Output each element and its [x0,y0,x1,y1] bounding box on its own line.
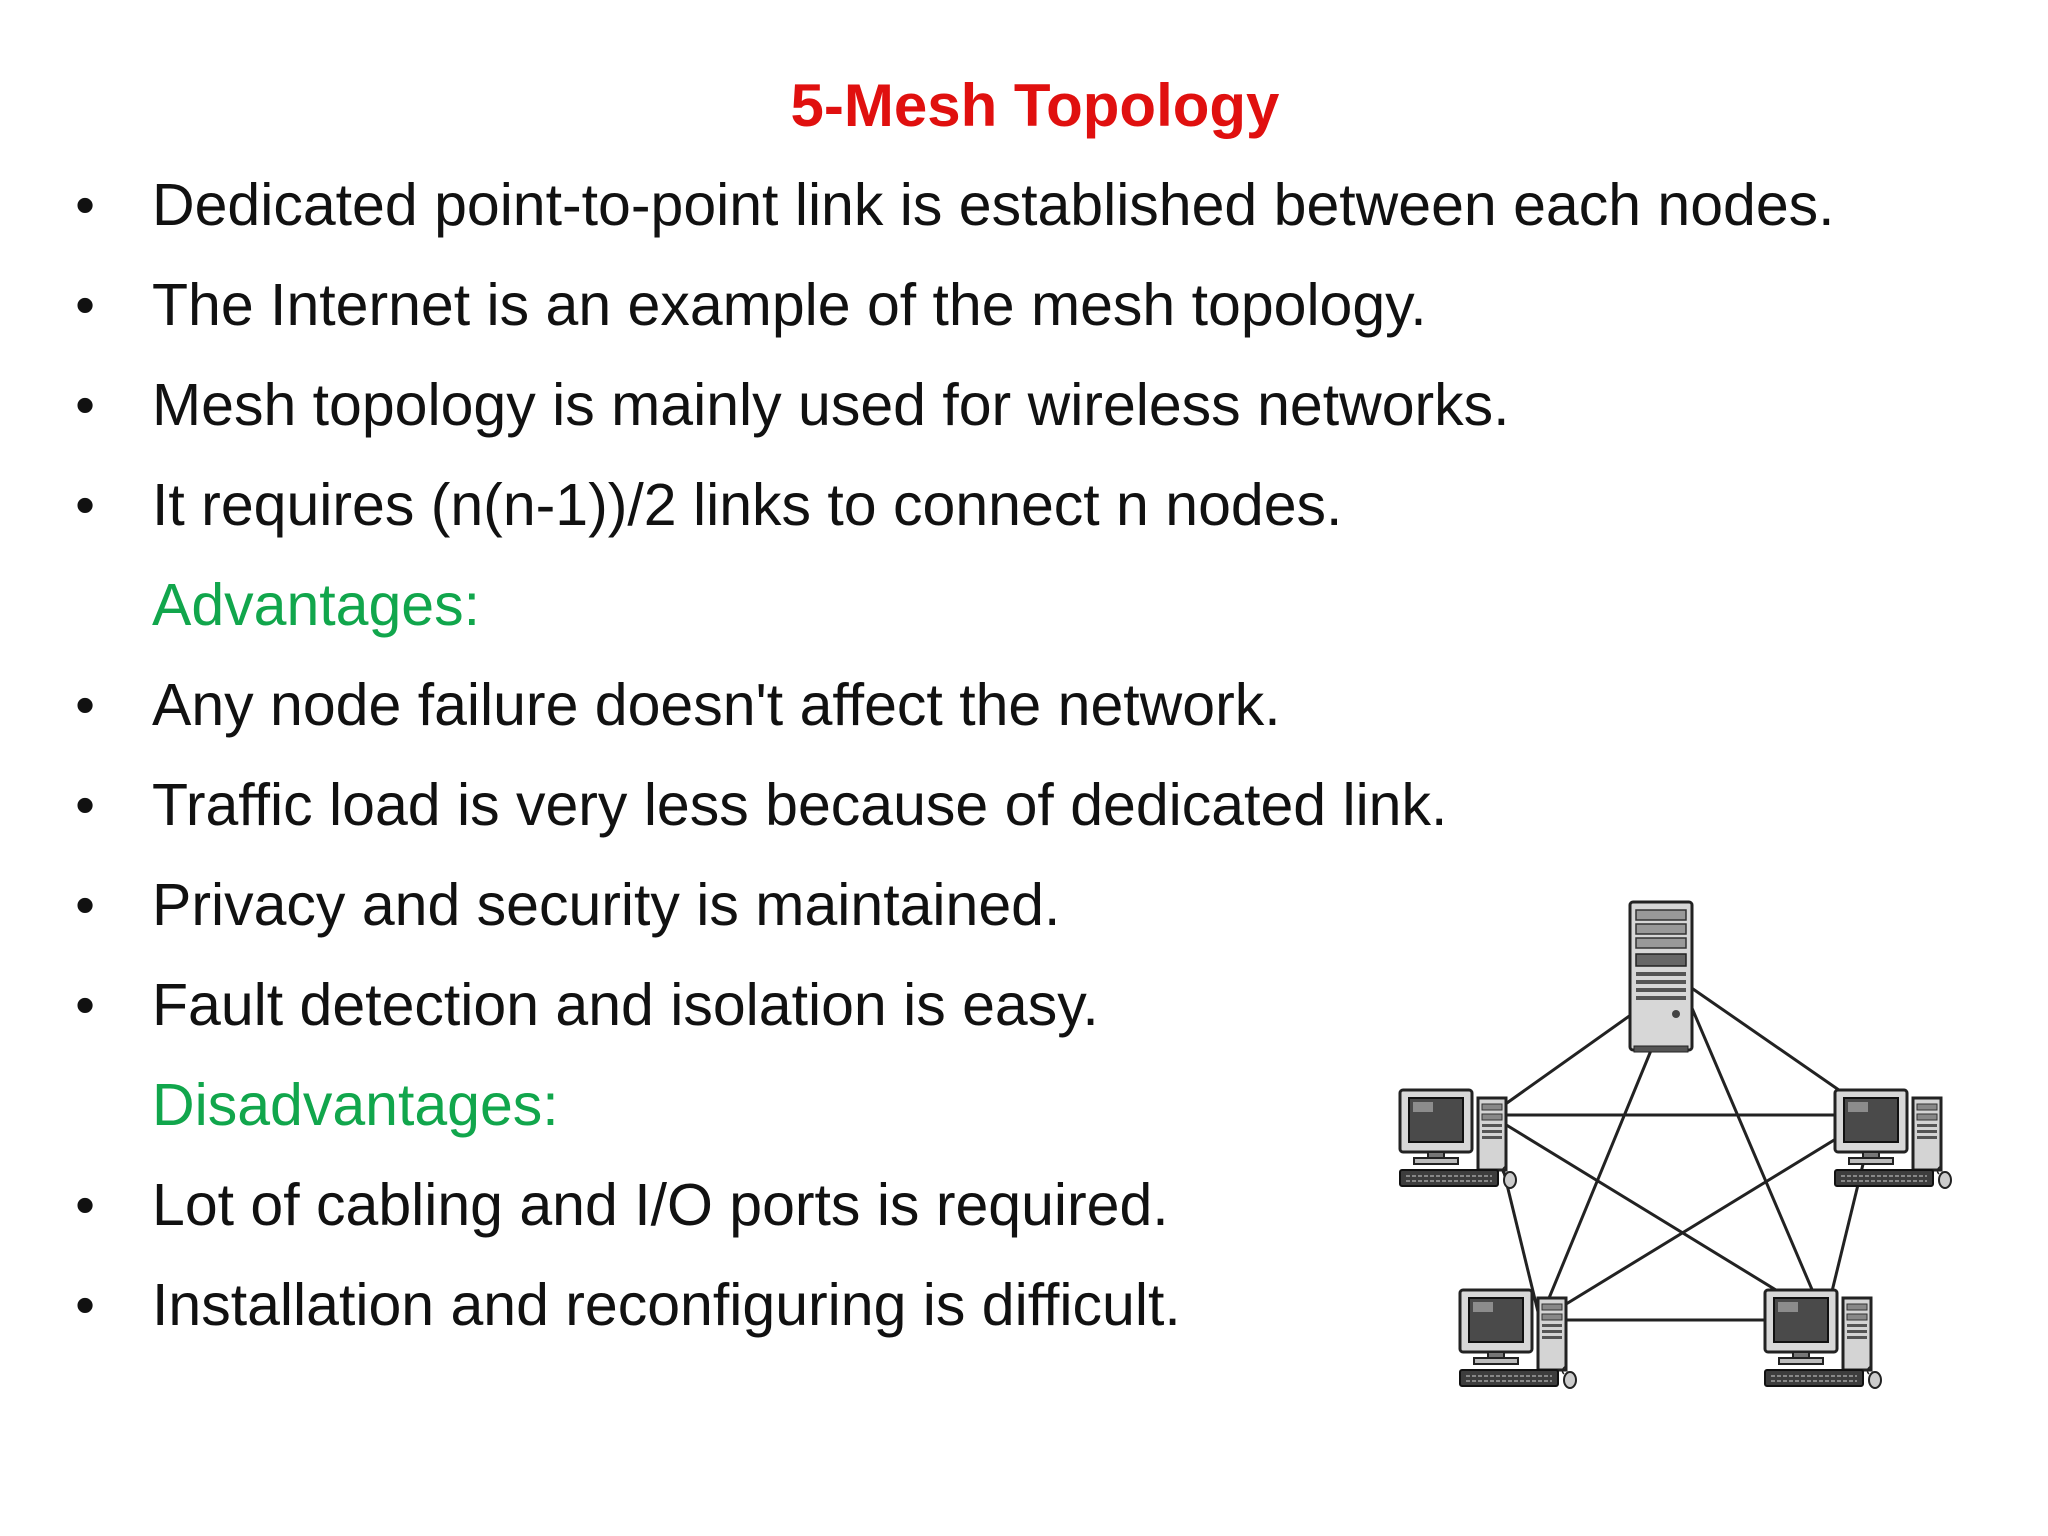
bullet-icon: • [75,873,95,936]
bullet-text: Fault detection and isolation is easy. [152,972,1099,1038]
bullet-icon: • [75,273,95,336]
bullet-icon: • [75,1273,95,1336]
bullet-text: The Internet is an example of the mesh t… [152,272,1427,338]
mesh-topology-diagram [1398,900,1953,1390]
section-heading: Disadvantages: [0,1065,1990,1145]
list-item: • Traffic load is very less because of d… [0,765,1990,845]
bullet-icon: • [75,173,95,236]
bullet-text: Dedicated point-to-point link is establi… [152,172,1835,238]
bullet-icon: • [75,673,95,736]
computer-icon [1458,1288,1578,1390]
bullet-text: Privacy and security is maintained. [152,872,1061,938]
list-item: • Privacy and security is maintained. [0,865,1990,945]
list-item: • Lot of cabling and I/O ports is requir… [0,1165,1990,1245]
computer-icon [1763,1288,1883,1390]
bullet-icon: • [75,773,95,836]
bullet-text: It requires (n(n-1))/2 links to connect … [152,472,1343,538]
list-item: • Fault detection and isolation is easy. [0,965,1990,1045]
disadvantages-heading: Disadvantages: [152,1072,559,1138]
list-item: • Dedicated point-to-point link is estab… [0,165,1990,245]
computer-icon [1398,1088,1518,1190]
bullet-icon: • [75,973,95,1036]
server-icon [1628,900,1694,1053]
bullet-text: Traffic load is very less because of ded… [152,772,1448,838]
bullet-text: Lot of cabling and I/O ports is required… [152,1172,1169,1238]
advantages-heading: Advantages: [152,572,481,638]
section-heading: Advantages: [0,565,1990,645]
list-item: • It requires (n(n-1))/2 links to connec… [0,465,1990,545]
bullet-text: Any node failure doesn't affect the netw… [152,672,1281,738]
list-item: • Mesh topology is mainly used for wirel… [0,365,1990,445]
list-item: • The Internet is an example of the mesh… [0,265,1990,345]
computer-icon [1833,1088,1953,1190]
bullet-icon: • [75,1173,95,1236]
slide-title: 5-Mesh Topology [790,72,1280,139]
list-item: • Installation and reconfiguring is diff… [0,1265,1990,1345]
bullet-icon: • [75,373,95,436]
bullet-text: Installation and reconfiguring is diffic… [152,1272,1181,1338]
bullet-text: Mesh topology is mainly used for wireles… [152,372,1510,438]
list-item: • Any node failure doesn't affect the ne… [0,665,1990,745]
bullet-icon: • [75,473,95,536]
